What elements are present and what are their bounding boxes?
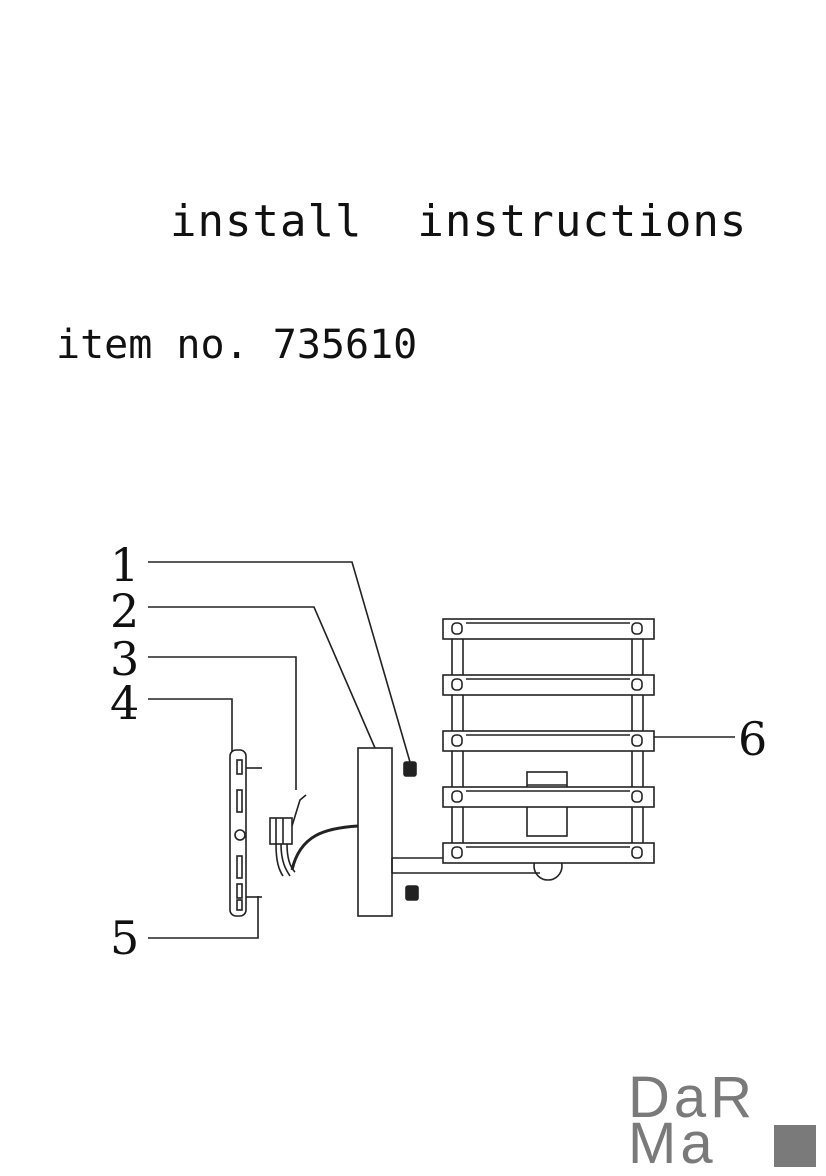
item-number: item no. 735610 (56, 322, 418, 368)
leader-line-2 (148, 606, 376, 749)
callout-4: 4 (110, 676, 140, 730)
shade-slat (442, 674, 655, 696)
leader-line-3 (148, 656, 297, 790)
mounting-plate (229, 749, 262, 917)
callout-5: 5 (110, 911, 140, 965)
slat-clip (451, 734, 463, 747)
page-title: install instructions (170, 196, 748, 247)
callout-6: 6 (738, 712, 768, 766)
callout-2: 2 (110, 584, 140, 638)
slat-clip (631, 622, 643, 635)
backplate (357, 747, 393, 917)
callout-3: 3 (110, 632, 140, 686)
shade-slat (442, 786, 655, 808)
slat-clip (631, 790, 643, 803)
shade-slat (442, 842, 655, 864)
leader-line-1 (148, 561, 411, 763)
slat-clip (451, 678, 463, 691)
leader-line-4 (148, 698, 233, 752)
shade-slat (442, 618, 655, 640)
slat-clip (631, 734, 643, 747)
slat-clip (451, 790, 463, 803)
darma-logo: DaR Ma (616, 1065, 826, 1176)
leader-line-5 (148, 896, 259, 939)
slat-clip (451, 846, 463, 859)
logo-line-1: DaR (628, 1065, 757, 1130)
terminal-block (269, 794, 307, 877)
callout-1: 1 (110, 538, 140, 592)
screw-cap-top (403, 761, 417, 777)
slat-clip (631, 846, 643, 859)
logo-line-2: Ma (628, 1111, 717, 1176)
slat-clip (631, 678, 643, 691)
power-cable (290, 824, 359, 871)
slat-clip (451, 622, 463, 635)
shade-slat (442, 730, 655, 752)
logo-square (774, 1125, 816, 1167)
screw-cap-bottom (405, 885, 419, 901)
